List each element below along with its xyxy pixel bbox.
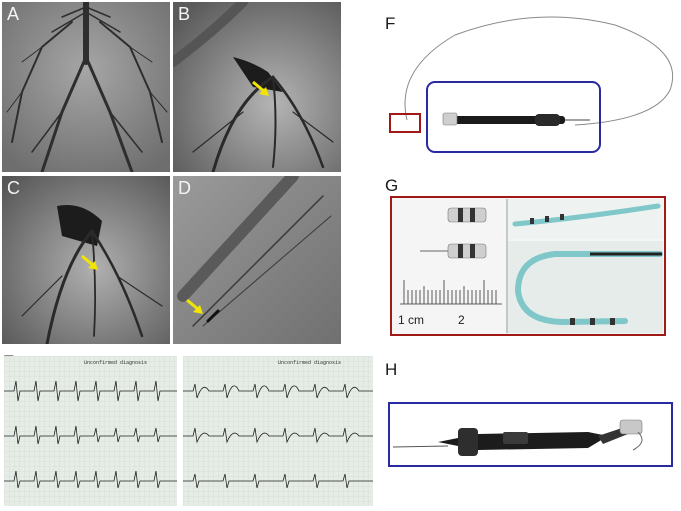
ecg-left-trace bbox=[4, 356, 177, 506]
blue-highlight-box bbox=[426, 81, 601, 153]
panel-g-detail bbox=[390, 196, 666, 336]
electrode-tip-top bbox=[447, 207, 487, 223]
panel-h-label: H bbox=[385, 360, 398, 379]
angiogram-a-image bbox=[2, 2, 170, 172]
angiogram-d-image bbox=[173, 176, 341, 344]
panel-c-label: C bbox=[7, 178, 20, 198]
panel-h-handle bbox=[388, 402, 673, 467]
ruler-unit-label: 1 cm bbox=[398, 313, 425, 327]
angiogram-c-image bbox=[2, 176, 170, 344]
catheter-curve-bottom bbox=[514, 251, 663, 326]
panel-f-label: F bbox=[385, 14, 396, 33]
panel-d-angiogram: D bbox=[173, 176, 341, 344]
panel-a-label: A bbox=[7, 4, 20, 24]
panel-g-label: G bbox=[385, 176, 399, 195]
panel-c-angiogram: C bbox=[2, 176, 170, 344]
ecg-left: Unconfirmed diagnosis bbox=[4, 356, 177, 506]
handle-f bbox=[442, 112, 590, 126]
arrow-c bbox=[81, 254, 98, 270]
red-highlight-box bbox=[389, 113, 421, 133]
ruler-mark-label: 2 bbox=[458, 313, 465, 327]
panel-b-angiogram: B bbox=[173, 2, 341, 172]
panel-b-label: B bbox=[178, 4, 191, 24]
arrow-d bbox=[186, 298, 203, 314]
ecg-right: Unconfirmed diagnosis bbox=[183, 356, 373, 506]
panel-f-device bbox=[389, 16, 674, 153]
panel-a-angiogram: A bbox=[2, 2, 170, 172]
ecg-left-header: Unconfirmed diagnosis bbox=[84, 360, 148, 366]
panel-d-label: D bbox=[178, 178, 191, 198]
catheter-curve-top bbox=[512, 203, 661, 227]
ruler bbox=[400, 280, 502, 305]
electrode-tip-bottom bbox=[420, 243, 487, 259]
ecg-right-trace bbox=[183, 356, 373, 506]
ecg-right-header: Unconfirmed diagnosis bbox=[278, 360, 342, 366]
angiogram-b-image bbox=[173, 2, 341, 172]
arrow-b bbox=[252, 80, 269, 96]
catheter-loop bbox=[404, 16, 674, 126]
